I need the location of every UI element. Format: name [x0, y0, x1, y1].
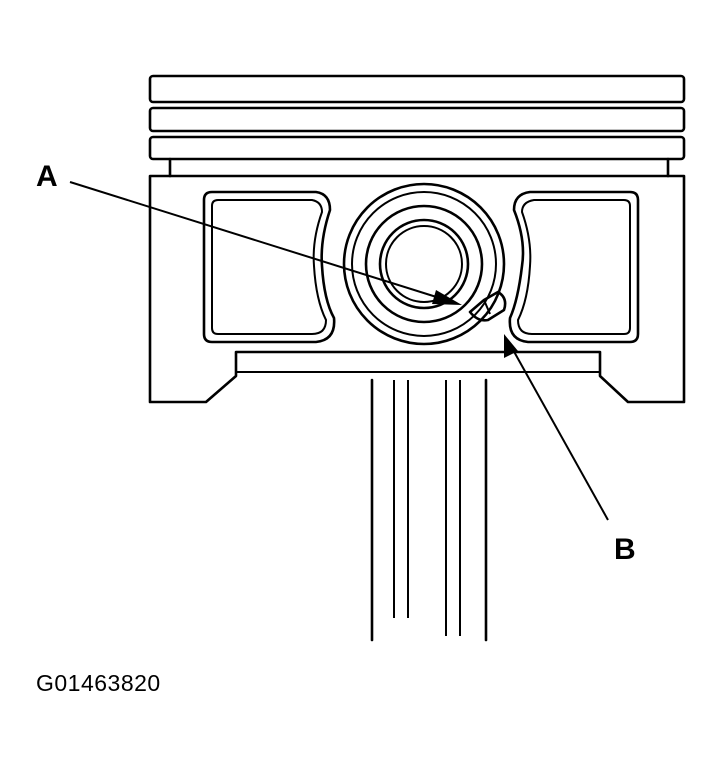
piston-window-right [508, 190, 640, 344]
piston-ring-bottom [148, 135, 686, 161]
pin-boss-inner [351, 191, 497, 337]
piston-pin-assembly [342, 182, 507, 346]
piston-rings [148, 74, 686, 161]
snap-ring-outer [364, 204, 484, 324]
piston-ring-top [148, 74, 686, 104]
piston-window-left [202, 190, 336, 344]
callout-label-a: A [36, 160, 58, 193]
piston-skirt-chamfer [205, 375, 629, 403]
callout-a-arrow [69, 181, 462, 305]
piston-pin-bore-inner [385, 225, 463, 303]
piston-crown-sides [168, 157, 670, 178]
pin-boss-outer [342, 182, 506, 346]
figure-id: G01463820 [36, 670, 161, 696]
piston-body [148, 174, 686, 404]
snap-ring-gap [468, 290, 507, 322]
piston-ring-middle [148, 106, 686, 133]
connecting-rod [370, 378, 488, 642]
callout-b-arrow [504, 334, 609, 521]
piston-pin-bore [378, 218, 470, 310]
callout-label-b: B [614, 533, 636, 566]
